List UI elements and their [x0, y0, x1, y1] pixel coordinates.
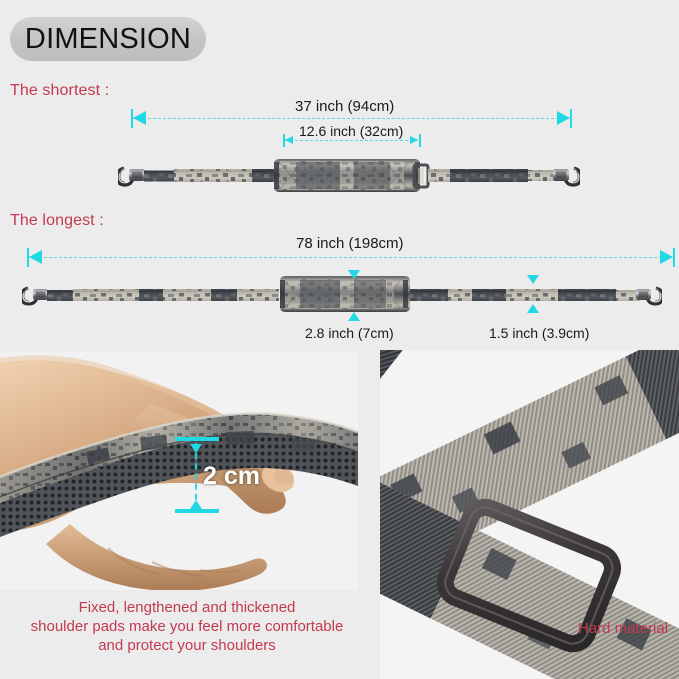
- thickness-label: 2 cm: [203, 462, 260, 490]
- caption-line-2: shoulder pads make you feel more comfort…: [30, 618, 344, 635]
- strap-illustration-shortest: [118, 148, 580, 200]
- arrow-right-pad: [410, 136, 418, 144]
- caption-line-1: Fixed, lengthened and thickened: [78, 599, 296, 616]
- arrow-up-strap-width: [527, 304, 539, 313]
- arrow-up-thickness: [190, 500, 202, 509]
- photo-buckle-hard-material: [380, 350, 679, 679]
- arrow-left-shortest: [133, 111, 146, 125]
- caption-line-3: and protect your shoulders: [98, 637, 276, 654]
- measure-line-shortest-overall: [133, 118, 569, 119]
- arrow-down-strap-width: [527, 275, 539, 284]
- thickness-dash-line: [195, 443, 197, 510]
- arrow-right-shortest: [557, 111, 570, 125]
- measure-line-shortest-pad: [285, 140, 418, 141]
- arrow-down-thickness: [190, 444, 202, 453]
- tick-right-pad: [419, 134, 421, 147]
- section-label-longest: The longest :: [10, 212, 104, 229]
- tick-left-pad: [283, 134, 285, 147]
- tick-right-shortest: [570, 109, 572, 128]
- tick-bottom-thickness: [175, 509, 219, 513]
- arrow-right-longest: [660, 250, 673, 264]
- tick-right-longest: [673, 248, 675, 267]
- strap-illustration-longest: [22, 270, 662, 318]
- measure-text-longest-overall: 78 inch (198cm): [296, 235, 404, 252]
- measure-text-shortest-pad: 12.6 inch (32cm): [299, 123, 404, 139]
- tick-left-longest: [27, 248, 29, 267]
- photo-shoulder-pad-thickness: [0, 352, 358, 590]
- tick-top-thickness: [175, 437, 219, 441]
- arrow-left-pad: [285, 136, 293, 144]
- arrow-down-pad-width: [348, 270, 360, 279]
- hard-material-label: Hard material: [578, 620, 669, 637]
- measure-text-strap-width: 1.5 inch (3.9cm): [489, 325, 590, 341]
- thickness-caption: Fixed, lengthened and thickened shoulder…: [24, 598, 350, 655]
- page-title: DIMENSION: [24, 22, 192, 55]
- tick-left-shortest: [131, 109, 133, 128]
- section-label-shortest: The shortest :: [10, 82, 110, 99]
- measure-text-pad-width: 2.8 inch (7cm): [305, 325, 394, 341]
- arrow-up-pad-width: [348, 312, 360, 321]
- page-title-pill: DIMENSION: [10, 17, 206, 61]
- measure-line-longest-overall: [29, 257, 672, 258]
- measure-text-shortest-overall: 37 inch (94cm): [295, 98, 395, 115]
- arrow-left-longest: [29, 250, 42, 264]
